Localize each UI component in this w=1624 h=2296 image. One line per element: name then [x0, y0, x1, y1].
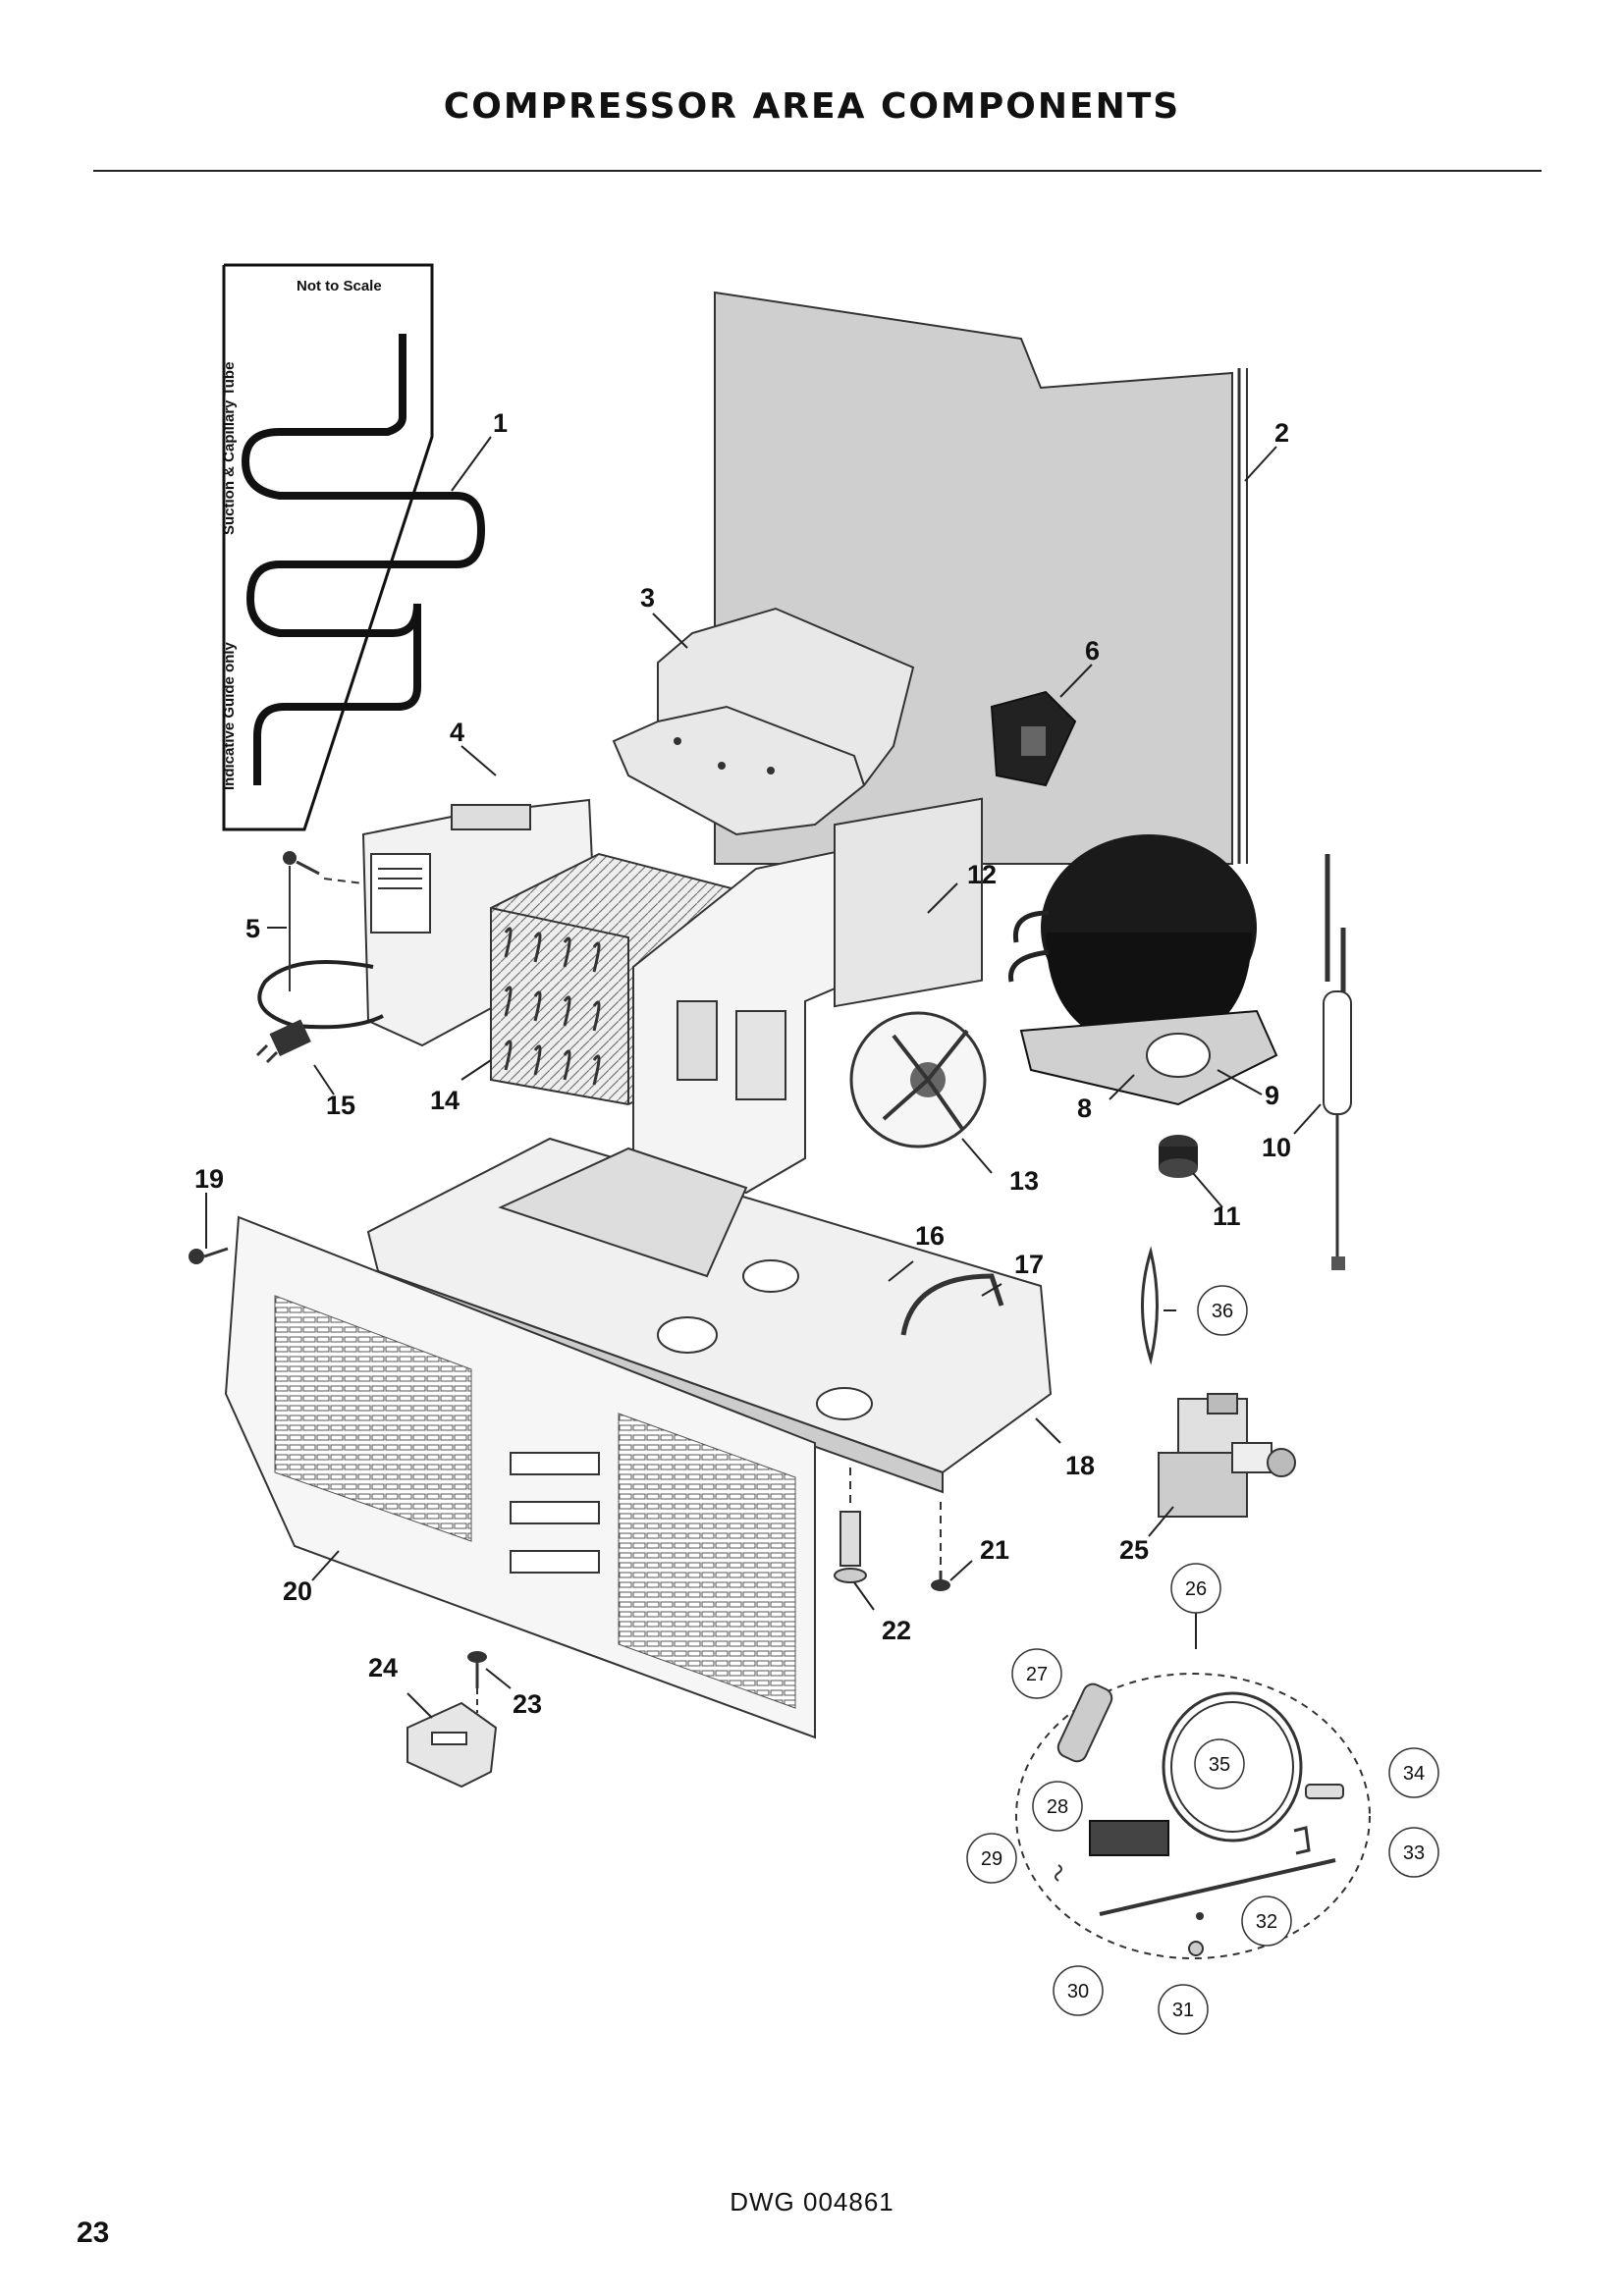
callout-9: 9	[1265, 1081, 1279, 1110]
callout-17: 17	[1014, 1250, 1044, 1279]
callout-labels: 1 2 3 4 5 6 8 9 10 11 12 13 14 15 16 17 …	[194, 408, 1291, 1719]
front-grille	[224, 1215, 816, 1739]
compressor-cover	[612, 607, 915, 836]
screw-23	[467, 1651, 487, 1713]
grommet	[1159, 1135, 1198, 1178]
callout-26: 26	[1185, 1578, 1207, 1600]
callout-14: 14	[430, 1086, 460, 1115]
screw-5	[283, 851, 364, 991]
control-box	[361, 798, 596, 1047]
circled-callouts	[966, 1285, 1439, 2035]
callout-25: 25	[1119, 1535, 1149, 1565]
water-valve	[1158, 1393, 1296, 1518]
callout-4: 4	[450, 718, 464, 747]
callout-21: 21	[980, 1535, 1009, 1565]
callout-13: 13	[1009, 1166, 1039, 1196]
callout-36: 36	[1212, 1301, 1233, 1322]
callout-23: 23	[513, 1689, 542, 1719]
callout-8: 8	[1077, 1094, 1092, 1123]
circled-callout-labels: 26 27 28 29 30 31 32 33 34 35 36	[981, 1301, 1425, 2021]
drawing-number: DWG 004861	[730, 2187, 894, 2216]
callout-19: 19	[194, 1164, 224, 1194]
callout-18: 18	[1065, 1451, 1095, 1480]
callout-31: 31	[1172, 2000, 1194, 2021]
screw-19	[189, 1247, 229, 1264]
power-cord	[255, 960, 384, 1064]
callout-29: 29	[981, 1848, 1002, 1870]
callout-35: 35	[1209, 1754, 1230, 1776]
callout-6: 6	[1085, 636, 1100, 666]
callout-32: 32	[1256, 1911, 1277, 1933]
filter-drier	[1323, 854, 1352, 1270]
capillary-tube-inset: Not to Scale Suction & Capillary Tube In…	[221, 263, 486, 831]
page-title: COMPRESSOR AREA COMPONENTS	[443, 86, 1181, 127]
callout-24: 24	[368, 1653, 398, 1682]
callout-3: 3	[640, 583, 655, 613]
page-number: 23	[77, 2216, 110, 2249]
callout-34: 34	[1403, 1763, 1425, 1785]
screw-21	[931, 1502, 950, 1591]
callout-1: 1	[493, 408, 508, 438]
scale-note: Not to Scale	[297, 278, 382, 294]
callout-12: 12	[967, 860, 997, 889]
callout-30: 30	[1067, 1981, 1089, 2002]
callout-10: 10	[1262, 1133, 1291, 1162]
callout-27: 27	[1026, 1664, 1048, 1685]
callout-11: 11	[1213, 1201, 1241, 1231]
callout-15: 15	[326, 1091, 355, 1120]
inset-vertical-label-2: Indicative Guide only	[221, 641, 238, 790]
leader-lines	[205, 436, 1322, 1719]
leveling-leg	[834, 1468, 867, 1583]
callout-20: 20	[283, 1576, 312, 1606]
drain-tube	[900, 1273, 1004, 1336]
inset-vertical-label-1: Suction & Capillary Tube	[221, 362, 238, 535]
callout-22: 22	[882, 1616, 911, 1645]
callout-33: 33	[1403, 1842, 1425, 1864]
callout-16: 16	[915, 1221, 945, 1251]
callout-2: 2	[1274, 418, 1289, 448]
title-rule	[93, 170, 1542, 172]
mounting-bracket	[406, 1701, 498, 1789]
thermostat-kit	[1015, 1673, 1371, 1959]
clip-36	[1141, 1246, 1159, 1365]
compressor	[1008, 834, 1278, 1106]
callout-5: 5	[245, 914, 260, 943]
condenser-fan	[834, 797, 987, 1148]
callout-28: 28	[1047, 1796, 1068, 1818]
bracket-6	[990, 690, 1077, 787]
